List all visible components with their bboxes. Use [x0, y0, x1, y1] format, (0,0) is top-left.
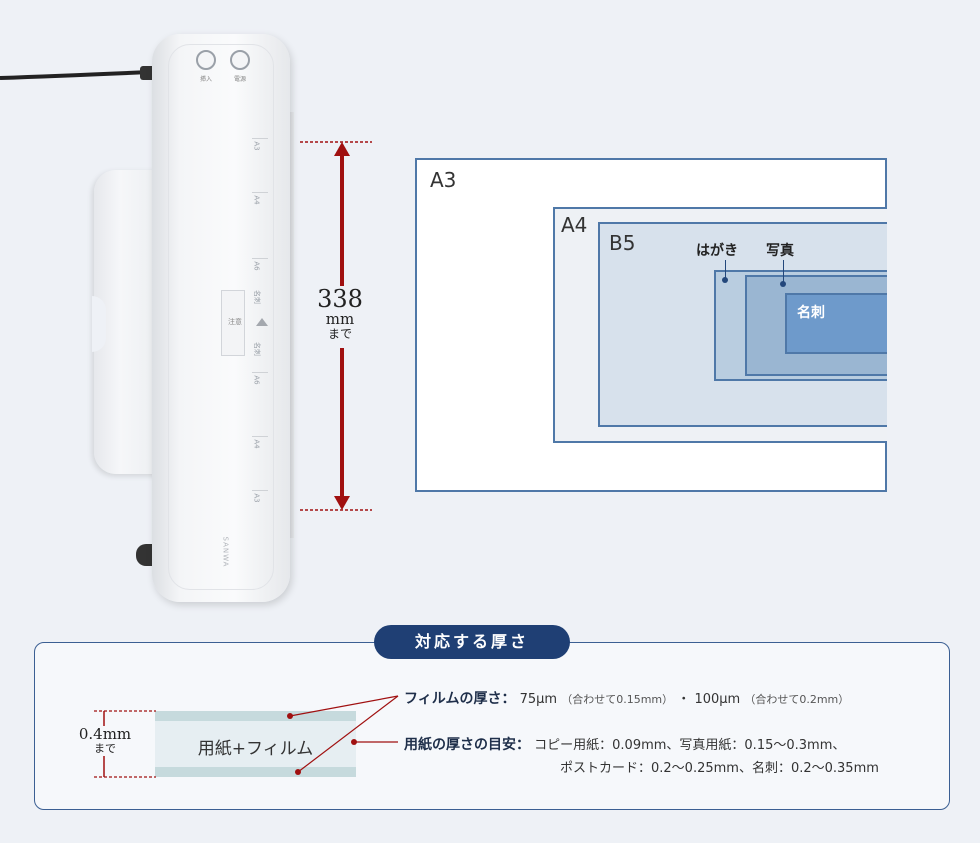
film-stack [155, 711, 356, 777]
paper-photo-label: 写真 [766, 243, 794, 259]
size-mark: A4 [252, 439, 261, 449]
power-cord [0, 66, 156, 80]
total-thickness-suffix: まで [94, 742, 116, 755]
paper-thickness-line-1: コピー用紙：0.09mm、写真用紙：0.15〜0.3mm、 [534, 738, 846, 753]
size-tick [252, 192, 268, 193]
film-thickness-separator: ・ [677, 692, 691, 707]
thickness-panel [34, 642, 950, 810]
paper-card-label: 名刺 [797, 305, 825, 321]
size-mark: A3 [252, 141, 261, 151]
caution-label: 注意 [221, 290, 245, 356]
postcard-pointer-dot [722, 277, 728, 283]
insert-button-label: 挿入 [200, 76, 213, 83]
size-tick [252, 436, 268, 437]
film-thickness-row: フィルムの厚さ： 75μm （合わせて0.15mm） ・ 100μm （合わせて… [404, 688, 849, 708]
postcard-pointer-line [725, 260, 726, 280]
paper-postcard-label: はがき [696, 243, 738, 259]
paper-b5-label: B5 [609, 231, 636, 255]
caution-text: 注意 [228, 318, 242, 326]
film-thickness-value-2: 100μm [694, 692, 741, 707]
film-thickness-key: フィルムの厚さ： [404, 691, 516, 707]
paper-thickness-line-2: ポストカード：0.2〜0.25mm、名刺：0.2〜0.35mm [560, 761, 879, 776]
insert-direction-arrow-icon [256, 318, 268, 326]
tray-notch [92, 296, 106, 352]
size-mark: A3 [252, 493, 261, 503]
paper-a3-label: A3 [430, 168, 457, 192]
size-mark: A4 [252, 195, 261, 205]
size-tick [252, 490, 268, 491]
photo-pointer-line [783, 260, 784, 284]
paper-a4-label: A4 [561, 213, 588, 237]
paper-thickness-key: 用紙の厚さの目安： [404, 737, 530, 753]
size-tick [252, 258, 268, 259]
film-thickness-note-1: （合わせて0.15mm） [561, 693, 674, 706]
max-width-label: 338 mm まで [304, 286, 376, 348]
max-width-suffix: まで [327, 327, 352, 341]
film-thickness-value-1: 75μm [519, 692, 558, 707]
thickness-title: 対応する厚さ [374, 625, 570, 659]
photo-pointer-dot [780, 281, 786, 287]
laminator-top-panel [168, 44, 274, 590]
max-width-value: 338 [317, 285, 363, 313]
size-mark: 名刺 [253, 342, 261, 356]
size-tick [252, 138, 268, 139]
total-thickness-label: 0.4mm まで [70, 726, 140, 756]
paper-thickness-row: 用紙の厚さの目安： コピー用紙：0.09mm、写真用紙：0.15〜0.3mm、 [404, 734, 845, 754]
power-button-label: 電源 [234, 76, 247, 83]
film-thickness-note-2: （合わせて0.2mm） [744, 693, 850, 706]
size-tick [252, 372, 268, 373]
size-mark: A6 [252, 375, 261, 385]
brand-logo: SANWA [221, 536, 230, 568]
size-mark: A6 [252, 261, 261, 271]
insert-button [196, 50, 216, 70]
paper-business-card [785, 293, 887, 354]
film-top-layer [155, 711, 356, 721]
total-thickness-value: 0.4mm [78, 725, 132, 743]
power-button [230, 50, 250, 70]
size-mark: 名刺 [253, 290, 261, 304]
paper-thickness-row-2: ポストカード：0.2〜0.25mm、名刺：0.2〜0.35mm [560, 757, 879, 776]
callout-lines [287, 695, 399, 775]
film-stack-label: 用紙+フィルム [197, 739, 314, 759]
film-bottom-layer [155, 767, 356, 777]
max-width-unit: mm [325, 310, 355, 328]
